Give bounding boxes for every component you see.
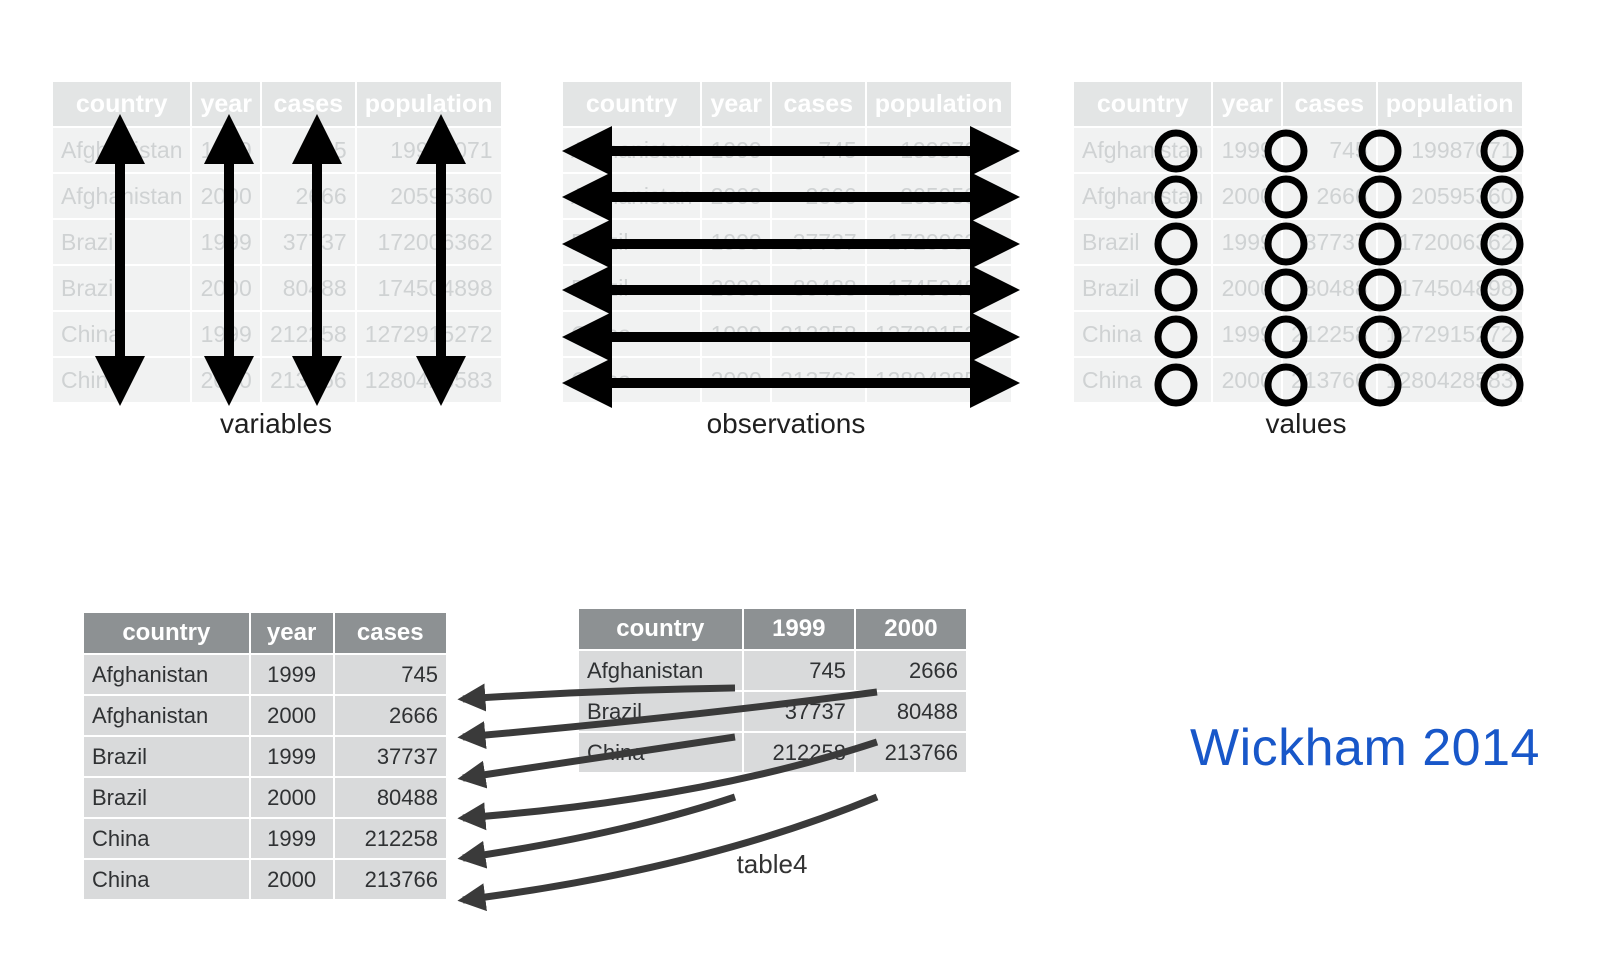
column-header: population xyxy=(865,82,1011,127)
column-header: 1999 xyxy=(742,609,856,650)
pivot-arrow xyxy=(457,793,737,869)
column-header: cases xyxy=(1281,82,1378,127)
column-header: year xyxy=(249,613,335,654)
value-circle xyxy=(1480,315,1524,359)
cell: 2000 xyxy=(249,858,335,899)
column-header: cases xyxy=(770,82,867,127)
value-circle xyxy=(1264,268,1308,312)
cell: 80488 xyxy=(854,690,966,732)
pivot-arrow xyxy=(457,688,878,749)
wide-table-name: table4 xyxy=(736,849,808,879)
header-row: country 1999 2000 xyxy=(579,609,966,650)
value-circle xyxy=(1358,222,1402,266)
cell: 745 xyxy=(742,649,856,691)
values-label: values xyxy=(1265,408,1347,439)
value-circle xyxy=(1358,129,1402,173)
cell: 1999 xyxy=(249,735,335,777)
observation-arrows xyxy=(562,126,1020,408)
variables-label: variables xyxy=(219,408,333,439)
cell: China xyxy=(84,858,251,899)
cell: Afghanistan xyxy=(579,649,744,691)
value-circle xyxy=(1264,129,1308,173)
header-row: country year cases population xyxy=(563,82,1011,127)
cell: 37737 xyxy=(333,735,446,777)
cell: 2666 xyxy=(854,649,966,691)
value-circle xyxy=(1154,268,1198,312)
cell: 1999 xyxy=(249,653,335,695)
value-circle xyxy=(1264,315,1308,359)
pivot-arrow xyxy=(457,738,879,831)
value-circle xyxy=(1480,175,1524,219)
value-circles xyxy=(1154,129,1524,407)
value-circle xyxy=(1154,363,1198,407)
value-circle xyxy=(1358,268,1402,312)
credit-text: Wickham 2014 xyxy=(1190,719,1540,777)
value-circle xyxy=(1264,363,1308,407)
cell: 2666 xyxy=(333,694,446,736)
cell: 745 xyxy=(333,653,446,695)
column-header: country xyxy=(579,609,744,650)
header-row: country year cases population xyxy=(1074,82,1522,127)
cell: 2000 xyxy=(249,694,335,736)
observations-label: observations xyxy=(706,408,866,439)
column-header: year xyxy=(1212,82,1283,127)
cell: Afghanistan xyxy=(84,653,251,695)
column-header: country xyxy=(1074,82,1214,127)
value-circle xyxy=(1480,268,1524,312)
cell: China xyxy=(84,817,251,859)
pivot-arrows xyxy=(457,683,879,912)
column-header: population xyxy=(1376,82,1522,127)
column-header: population xyxy=(355,82,501,127)
column-header: country xyxy=(84,613,251,654)
value-circle xyxy=(1264,175,1308,219)
variable-arrows xyxy=(95,114,466,406)
cell: 2000 xyxy=(249,776,335,818)
pivot-arrow xyxy=(457,683,736,712)
cell: 80488 xyxy=(333,776,446,818)
value-circle xyxy=(1264,222,1308,266)
value-circle xyxy=(1480,129,1524,173)
value-circle xyxy=(1480,222,1524,266)
header-row: country year cases xyxy=(84,613,446,654)
value-circle xyxy=(1480,363,1524,407)
value-circle xyxy=(1154,315,1198,359)
pivot-arrow xyxy=(457,793,879,912)
cell: Brazil xyxy=(84,776,251,818)
column-header: country xyxy=(563,82,703,127)
value-circle xyxy=(1154,222,1198,266)
cell: Brazil xyxy=(84,735,251,777)
cell: 213766 xyxy=(854,731,966,772)
pivot-arrow xyxy=(457,733,736,789)
column-header: 2000 xyxy=(854,609,966,650)
column-header: cases xyxy=(333,613,446,654)
value-circle xyxy=(1154,175,1198,219)
value-circle xyxy=(1358,315,1402,359)
cell: 1280428583 xyxy=(1376,356,1522,402)
value-circle xyxy=(1358,363,1402,407)
value-circle xyxy=(1154,129,1198,173)
value-circle xyxy=(1358,175,1402,219)
cell: 1999 xyxy=(249,817,335,859)
cell: 212258 xyxy=(333,817,446,859)
cell: Afghanistan xyxy=(84,694,251,736)
cell: 213766 xyxy=(333,858,446,899)
column-header: year xyxy=(701,82,772,127)
